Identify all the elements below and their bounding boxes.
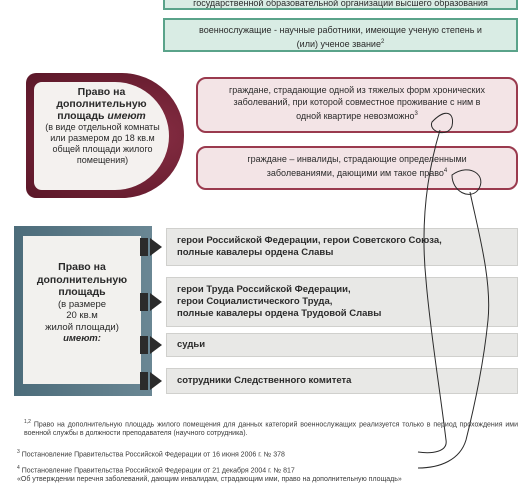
arrow-right-icon bbox=[150, 372, 162, 390]
g1-line1: герои Российской Федерации, герои Советс… bbox=[177, 235, 442, 246]
arrow-stem-4 bbox=[140, 372, 148, 390]
blue-title-line2: дополнительную bbox=[36, 273, 128, 286]
footnote-3-marker: 3 bbox=[17, 449, 20, 455]
footnote-1-2-text: Право на дополнительную площадь жилого п… bbox=[24, 421, 519, 438]
scholars-footnote-ref: 2 bbox=[380, 39, 385, 45]
pink2-footnote-ref: 4 bbox=[443, 168, 448, 174]
arrow-right-icon bbox=[150, 238, 162, 256]
g2-line1: герои Труда Российской Федерации, bbox=[177, 284, 351, 295]
red-title-line2: дополнительную bbox=[56, 98, 147, 110]
blue-emphasis: имеют: bbox=[63, 333, 101, 344]
footnote-3: 3 Постановление Правительства Российской… bbox=[17, 448, 417, 459]
pink2-line2: заболеваниями, дающими им такое право bbox=[266, 168, 444, 178]
g1-line2: полные кавалеры ордена Славы bbox=[177, 247, 334, 258]
arrow-stem-3 bbox=[140, 336, 148, 354]
arrow-right-icon bbox=[150, 336, 162, 354]
g2-line2: герои Социалистического Труда, bbox=[177, 296, 333, 307]
red-description: (в виде отдельной комнаты или размером д… bbox=[45, 122, 160, 165]
blue-line5: 20 кв.м bbox=[66, 310, 98, 321]
blue-panel-content: Право на дополнительную площадь (в разме… bbox=[23, 236, 141, 384]
category-text-partial: государственной образовательной организа… bbox=[193, 0, 488, 8]
blue-line6: жилой площади) bbox=[45, 321, 119, 333]
g4-text: сотрудники Следственного комитета bbox=[177, 375, 352, 386]
category-box-partial: государственной образовательной организа… bbox=[163, 0, 518, 10]
footnote-4: 4 Постановление Правительства Российской… bbox=[17, 464, 417, 484]
red-title-emphasis: имеют bbox=[107, 110, 146, 122]
gray-box-judges: судьи bbox=[166, 333, 518, 357]
blue-line4: (в размере bbox=[57, 298, 107, 310]
pink1-line1: граждане, страдающие одной из тяжелых фо… bbox=[228, 85, 486, 95]
gray-box-labor-heroes: герои Труда Российской Федерации, герои … bbox=[166, 277, 518, 327]
footnote-4-text: Постановление Правительства Российской Ф… bbox=[21, 467, 295, 475]
pink-box-disabled: граждане – инвалиды, страдающие определе… bbox=[196, 146, 518, 190]
g2-line3: полные кавалеры ордена Трудовой Славы bbox=[177, 308, 382, 319]
arrow-stem-2 bbox=[140, 293, 148, 311]
pink1-footnote-ref: 3 bbox=[414, 111, 418, 117]
footnote-3-text: Постановление Правительства Российской Ф… bbox=[21, 451, 285, 459]
pink1-line3: одной квартире невозможно bbox=[296, 111, 415, 121]
pink-box-chronic-disease: граждане, страдающие одной из тяжелых фо… bbox=[196, 77, 518, 133]
footnote-1-2-marker: 1,2 bbox=[24, 419, 31, 425]
category-box-scholars: военнослужащие - научные работники, имею… bbox=[163, 18, 518, 52]
gray-box-investigative: сотрудники Следственного комитета bbox=[166, 368, 518, 394]
blue-title-line1: Право на bbox=[58, 261, 106, 273]
scholars-line1: военнослужащие - научные работники, имею… bbox=[199, 25, 482, 35]
footnote-4-title: «Об утверждении перечня заболеваний, даю… bbox=[17, 476, 402, 484]
arrow-right-icon bbox=[150, 293, 162, 311]
footnote-4-marker: 4 bbox=[17, 465, 20, 471]
g3-text: судьи bbox=[177, 339, 206, 350]
blue-title-line3: площадь bbox=[58, 286, 106, 298]
red-title-line1: Право на bbox=[77, 86, 126, 98]
arrow-stem-1 bbox=[140, 238, 148, 256]
red-title-line3: площадь bbox=[57, 110, 105, 122]
red-panel-content: Право на дополнительную площадь имеют (в… bbox=[34, 82, 169, 190]
scholars-line2: (или) ученое звание bbox=[296, 39, 381, 49]
pink2-line1: граждане – инвалиды, страдающие определе… bbox=[247, 154, 467, 164]
pink1-line2: заболеваний, при которой совместное прож… bbox=[233, 97, 481, 107]
gray-box-heroes: герои Российской Федерации, герои Советс… bbox=[166, 228, 518, 266]
footnote-1-2: 1,2 Право на дополнительную площадь жило… bbox=[24, 418, 518, 438]
